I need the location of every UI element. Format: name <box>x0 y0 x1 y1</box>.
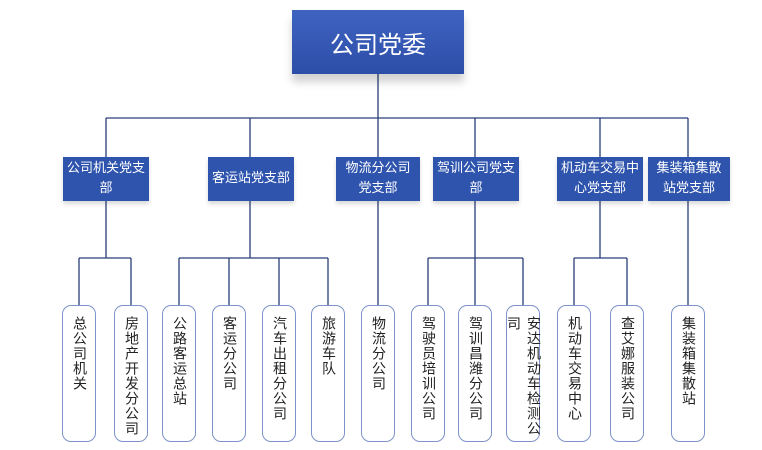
branch-node-jiaxun: 驾训公司党支部 <box>433 157 519 201</box>
leaf-label: 物流分公司 <box>370 316 386 391</box>
leaf-node: 旅游车队 <box>311 305 345 442</box>
leaf-node: 总公司机关 <box>62 305 96 442</box>
branch-node-keyunzhan: 客运站党支部 <box>208 157 294 201</box>
leaf-label: 查艾娜服装公司 <box>619 316 635 421</box>
leaf-node: 查艾娜服装公司 <box>610 305 644 442</box>
branch-label: 公司机关党支部 <box>67 161 146 196</box>
leaf-node: 汽车出租分公司 <box>262 305 296 442</box>
leaf-label: 安达机动车检测公司 <box>505 316 541 436</box>
leaf-node: 安达机动车检测公司 <box>505 305 541 442</box>
leaf-label: 公路客运总站 <box>171 316 187 406</box>
branch-node-wuliu: 物流分公司党支部 <box>336 157 420 201</box>
leaf-node: 客运分公司 <box>212 305 246 442</box>
branch-label: 驾训公司党支部 <box>437 161 516 196</box>
branch-node-jizhuangxiang: 集装箱集散站党支部 <box>648 157 730 201</box>
root-label: 公司党委 <box>330 30 426 59</box>
branch-label: 物流分公司党支部 <box>345 161 411 196</box>
leaf-node: 驾驶员培训公司 <box>411 305 445 442</box>
leaf-label: 集装箱集散站 <box>680 316 696 406</box>
leaf-node: 驾训昌潍分公司 <box>458 305 492 442</box>
branch-label: 机动车交易中心党支部 <box>561 161 640 196</box>
leaf-label: 机动车交易中心 <box>566 316 582 421</box>
leaf-node: 集装箱集散站 <box>671 305 705 442</box>
leaf-label: 驾驶员培训公司 <box>420 316 436 421</box>
leaf-label: 汽车出租分公司 <box>271 316 287 421</box>
branch-label: 集装箱集散站党支部 <box>656 161 722 196</box>
root-node: 公司党委 <box>292 10 464 74</box>
branch-label: 客运站党支部 <box>212 171 291 186</box>
branch-node-jidongche: 机动车交易中心党支部 <box>557 157 643 201</box>
leaf-node: 房地产开发分公司 <box>114 305 148 442</box>
leaf-label: 驾训昌潍分公司 <box>467 316 483 421</box>
leaf-node: 物流分公司 <box>361 305 395 442</box>
leaf-label: 旅游车队 <box>320 316 336 376</box>
leaf-label: 客运分公司 <box>221 316 237 391</box>
leaf-node: 机动车交易中心 <box>557 305 591 442</box>
branch-node-jiguan: 公司机关党支部 <box>63 157 149 201</box>
leaf-label: 房地产开发分公司 <box>123 316 139 436</box>
leaf-node: 公路客运总站 <box>162 305 196 442</box>
leaf-label: 总公司机关 <box>71 316 87 391</box>
